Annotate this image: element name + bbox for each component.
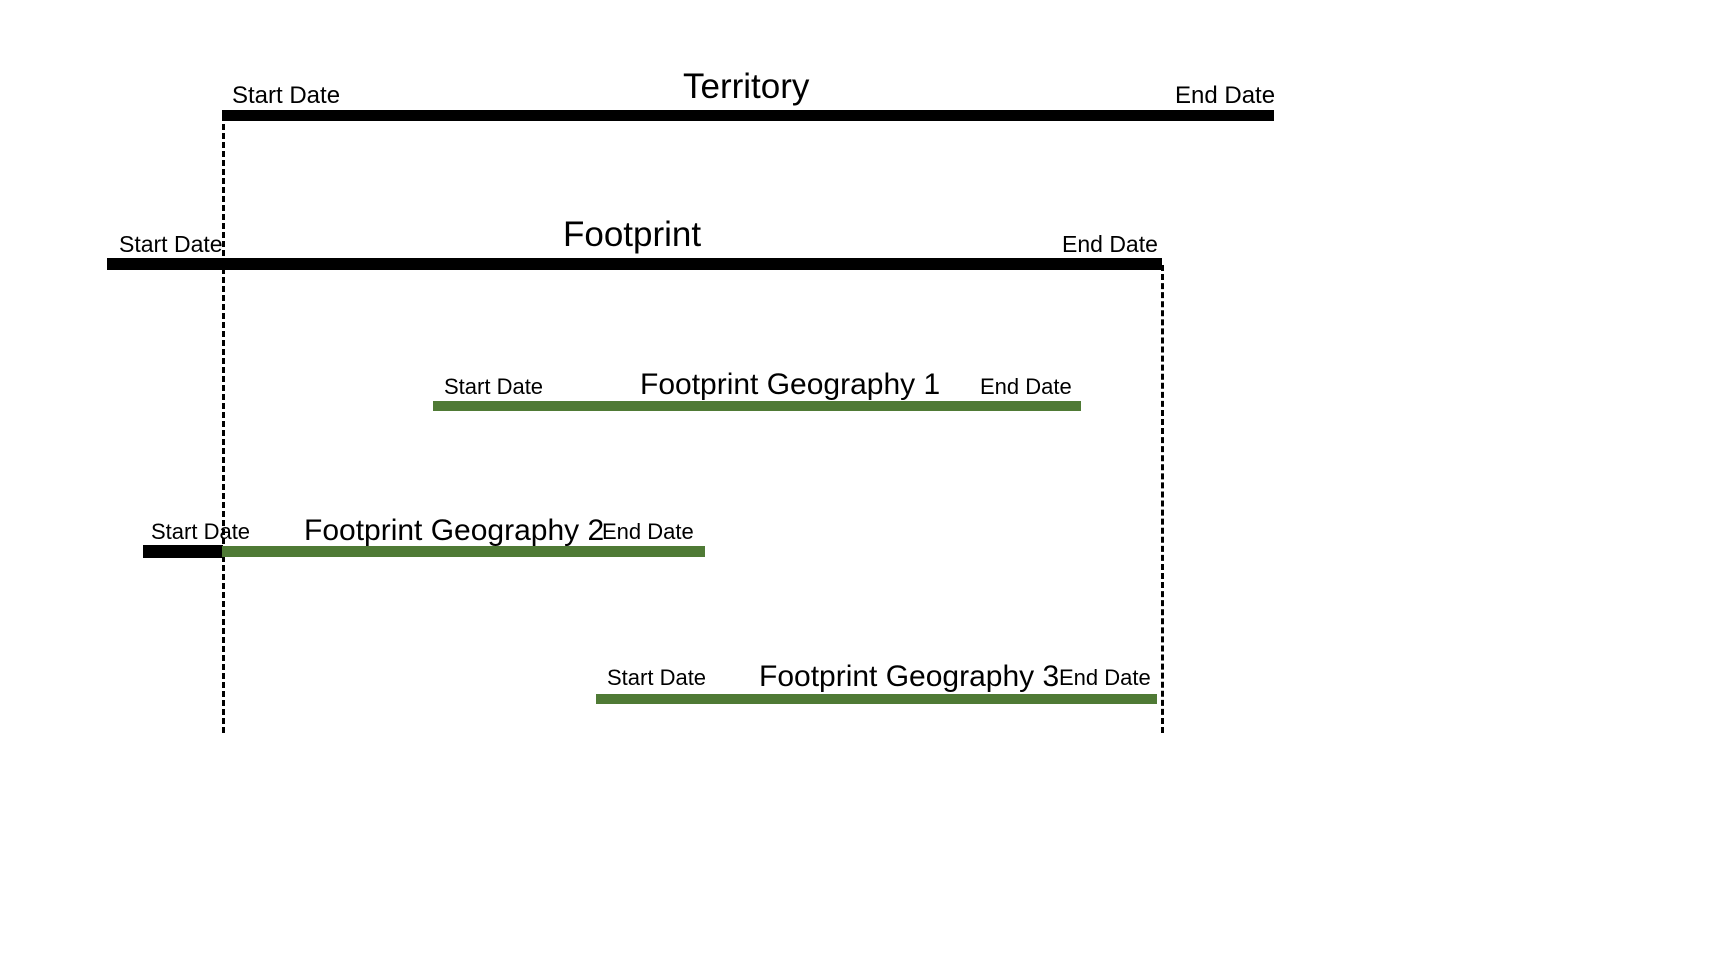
footprint-geography-1-title: Footprint Geography 1 bbox=[640, 368, 941, 401]
footprint-start-date-label: Start Date bbox=[119, 231, 223, 257]
footprint-geography-2-title: Footprint Geography 2 bbox=[304, 514, 605, 547]
reference-line-territory-start bbox=[222, 115, 225, 733]
footprint-geography-2-end-date-label: End Date bbox=[602, 519, 694, 544]
territory-end-date-label: End Date bbox=[1175, 82, 1276, 109]
footprint-geography-3-start-date-label: Start Date bbox=[607, 665, 707, 690]
footprint-geography-3-bar[interactable] bbox=[596, 694, 1157, 704]
territory-start-date-label: Start Date bbox=[232, 82, 341, 109]
footprint-bar[interactable] bbox=[107, 258, 1162, 270]
footprint-geography-2-start-date-label: Start Date bbox=[151, 519, 251, 544]
footprint-geography-1-bar[interactable] bbox=[433, 401, 1081, 411]
footprint-geography-1-end-date-label: End Date bbox=[980, 374, 1072, 399]
footprint-geography-2-bar-leading-segment[interactable] bbox=[143, 545, 223, 558]
reference-line-footprint-end bbox=[1161, 265, 1164, 733]
footprint-title: Footprint bbox=[563, 215, 702, 254]
footprint-geography-3-title: Footprint Geography 3 bbox=[759, 660, 1060, 693]
territory-title: Territory bbox=[683, 67, 810, 106]
footprint-geography-2-bar[interactable] bbox=[222, 546, 705, 557]
footprint-geography-1-start-date-label: Start Date bbox=[444, 374, 544, 399]
territory-bar[interactable] bbox=[222, 110, 1274, 121]
footprint-geography-3-end-date-label: End Date bbox=[1059, 665, 1151, 690]
footprint-end-date-label: End Date bbox=[1062, 231, 1158, 257]
